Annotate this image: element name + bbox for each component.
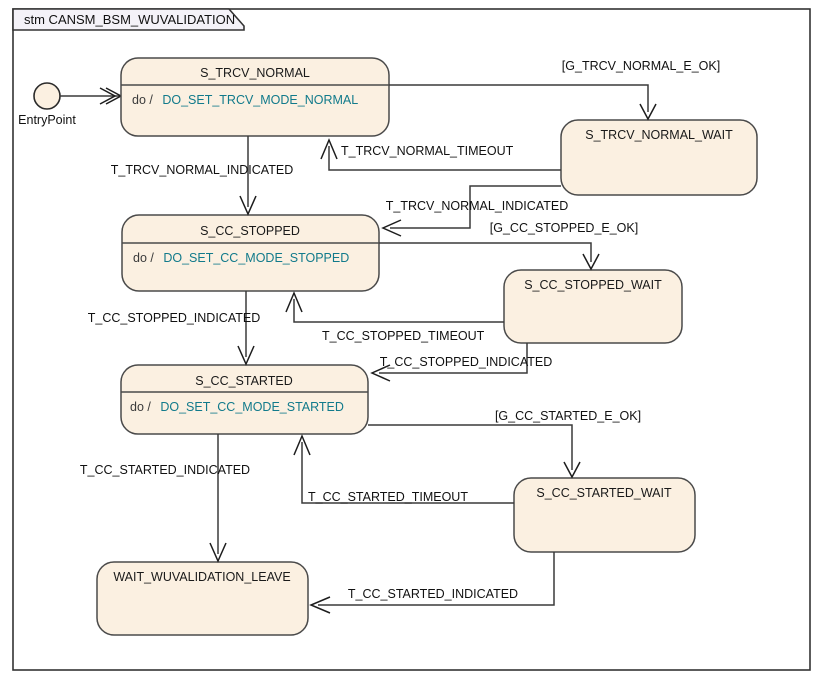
transition-label: T_CC_STOPPED_TIMEOUT	[322, 329, 485, 343]
transition-label: T_TRCV_NORMAL_TIMEOUT	[341, 144, 514, 158]
state-name-label: S_CC_STARTED_WAIT	[536, 486, 672, 500]
state-name-label: S_CC_STOPPED	[200, 224, 300, 238]
transition-t-trcv-normal-timeout: T_TRCV_NORMAL_TIMEOUT	[320, 138, 561, 171]
state-s-trcv-normal-wait[interactable]: S_TRCV_NORMAL_WAIT	[560, 119, 758, 196]
transition-label: [G_CC_STOPPED_E_OK]	[490, 221, 638, 235]
transition-label: [G_TRCV_NORMAL_E_OK]	[562, 59, 720, 73]
state-name-label: S_CC_STARTED	[195, 374, 292, 388]
transition-t-cc-stopped-indicated-from-wait: T_CC_STOPPED_INDICATED	[370, 343, 553, 382]
do-keyword: do /	[130, 400, 151, 414]
do-keyword: do /	[133, 251, 154, 265]
do-keyword: do /	[132, 93, 153, 107]
transition-label: T_CC_STOPPED_INDICATED	[88, 311, 261, 325]
state-s-cc-stopped[interactable]: S_CC_STOPPED do / DO_SET_CC_MODE_STOPPED	[121, 214, 380, 292]
transition-t-cc-stopped-indicated-direct: T_CC_STOPPED_INDICATED	[88, 291, 261, 366]
state-s-cc-stopped-wait[interactable]: S_CC_STOPPED_WAIT	[503, 269, 683, 344]
state-name-label: S_TRCV_NORMAL	[200, 66, 310, 80]
transition-t-trcv-normal-indicated-direct: T_TRCV_NORMAL_INDICATED	[111, 136, 293, 216]
transition-g-cc-started-e-ok: [G_CC_STARTED_E_OK]	[368, 409, 641, 479]
state-s-trcv-normal[interactable]: S_TRCV_NORMAL do / DO_SET_TRCV_MODE_NORM…	[120, 57, 390, 137]
state-name-label: WAIT_WUVALIDATION_LEAVE	[113, 570, 290, 584]
transition-t-cc-started-indicated-from-wait: T_CC_STARTED_INDICATED	[309, 552, 555, 614]
transition-label: T_TRCV_NORMAL_INDICATED	[386, 199, 568, 213]
transition-g-cc-stopped-e-ok: [G_CC_STOPPED_E_OK]	[379, 221, 638, 271]
do-action: DO_SET_CC_MODE_STARTED	[160, 400, 344, 414]
transition-label: T_CC_STARTED_INDICATED	[348, 587, 518, 601]
transition-t-cc-stopped-timeout: T_CC_STOPPED_TIMEOUT	[285, 291, 504, 343]
frame-title-tab	[12, 8, 245, 31]
state-name-label: S_CC_STOPPED_WAIT	[524, 278, 662, 292]
transition-label: [G_CC_STARTED_E_OK]	[495, 409, 641, 423]
transition-t-cc-started-indicated-direct: T_CC_STARTED_INDICATED	[80, 434, 250, 563]
entry-point-circle[interactable]	[33, 82, 61, 110]
state-s-cc-started[interactable]: S_CC_STARTED do / DO_SET_CC_MODE_STARTED	[120, 364, 369, 435]
entry-point-label: EntryPoint	[18, 113, 76, 127]
transition-t-cc-started-timeout: T_CC_STARTED_TIMEOUT	[293, 434, 514, 504]
transition-label: T_TRCV_NORMAL_INDICATED	[111, 163, 293, 177]
state-name-label: S_TRCV_NORMAL_WAIT	[585, 128, 733, 142]
transition-g-trcv-normal-e-ok: [G_TRCV_NORMAL_E_OK]	[389, 59, 720, 121]
do-action: DO_SET_CC_MODE_STOPPED	[163, 251, 349, 265]
state-do-line: do / DO_SET_CC_MODE_STARTED	[130, 398, 344, 415]
state-wait-wuvalidation-leave[interactable]: WAIT_WUVALIDATION_LEAVE	[96, 561, 309, 636]
transition-label: T_CC_STARTED_TIMEOUT	[308, 490, 468, 504]
transition-label: T_CC_STOPPED_INDICATED	[380, 355, 553, 369]
state-s-cc-started-wait[interactable]: S_CC_STARTED_WAIT	[513, 477, 696, 553]
do-action: DO_SET_TRCV_MODE_NORMAL	[162, 93, 358, 107]
state-do-line: do / DO_SET_CC_MODE_STOPPED	[133, 249, 349, 266]
state-do-line: do / DO_SET_TRCV_MODE_NORMAL	[132, 91, 358, 108]
transition-t-trcv-normal-indicated-from-wait: T_TRCV_NORMAL_INDICATED	[381, 185, 568, 237]
frame-title-label: stm CANSM_BSM_WUVALIDATION	[24, 12, 235, 27]
transition-label: T_CC_STARTED_INDICATED	[80, 463, 250, 477]
